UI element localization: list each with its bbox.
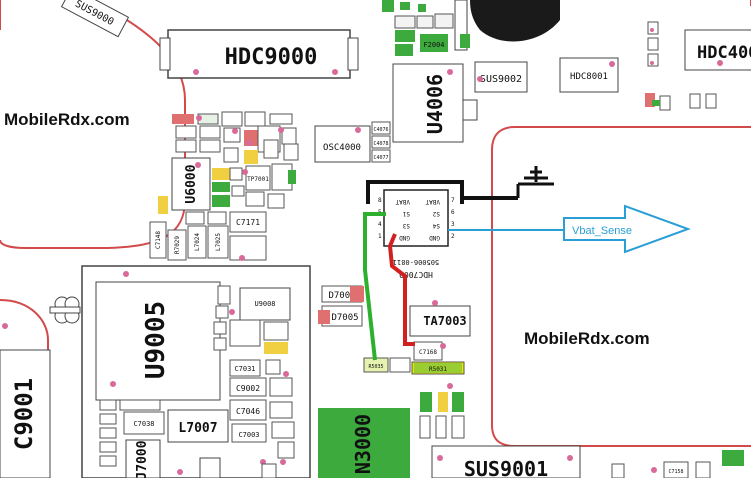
l7007-label: L7007 — [178, 421, 217, 436]
j7000-label: J7000 — [135, 440, 150, 478]
pin-num-1: 1 — [378, 233, 382, 240]
lower-left-parts: L7007 C7038 J7000 — [99, 399, 229, 478]
r5031-label: R5031 — [429, 366, 447, 373]
pin-left-0: GND — [429, 234, 440, 241]
u9008-label: U9008 — [254, 300, 275, 308]
d7004-label: D7004 — [328, 291, 355, 301]
l7025-label: L7025 — [215, 233, 222, 251]
l7024-label: L7024 — [194, 233, 201, 251]
pin-right-0: GND — [399, 234, 410, 241]
pin-num-2: 2 — [451, 233, 455, 240]
u4006-chip: U4006 — [392, 63, 478, 143]
hdc8001-label: HDC8001 — [570, 72, 608, 82]
mounting-rings — [49, 296, 81, 324]
c4078-label: C4078 — [373, 141, 388, 147]
tp7001-label: TP7001 — [247, 176, 269, 183]
sus9002-label: SUS9002 — [480, 74, 522, 85]
pin-num-7: 7 — [451, 197, 455, 204]
hdc7000-part-number: 505006-0811 — [393, 258, 439, 266]
u9005-label: U9005 — [141, 301, 171, 379]
r5035-label: R5035 — [368, 364, 383, 370]
sus9000-component: SUS9000 — [60, 0, 130, 38]
center-small-parts — [419, 383, 465, 439]
c7158-label: C7158 — [668, 469, 683, 475]
osc4000-component: OSC4000 C4076 C4078 C4077 — [314, 121, 391, 163]
u6000-side-parts: TP7001 C7171 C7148 R7029 L7024 L7025 — [149, 163, 296, 261]
hdc9000-connector: HDC9000 — [159, 29, 359, 79]
ta7003-component: TA7003 — [409, 300, 471, 337]
c7003-label: C7003 — [238, 431, 259, 439]
c7038-label: C7038 — [133, 420, 154, 428]
sus9002-component: SUS9002 — [474, 61, 528, 93]
c9001-component: C9001 — [0, 323, 51, 478]
u9008-area: U9008 C7031 C9002 C7046 C7003 — [213, 285, 295, 478]
hdc7000-label: HDC7000 — [399, 270, 433, 279]
board-outline-right — [491, 126, 751, 447]
pin-right-3: VBAT — [395, 198, 410, 205]
pin-left-3: VBAT — [425, 198, 440, 205]
pin-num-4: 4 — [378, 221, 382, 228]
c7031-label: C7031 — [234, 365, 255, 373]
pin-right-2: S1 — [402, 210, 410, 217]
n3000-block: N3000 — [318, 408, 410, 478]
n3000-label: N3000 — [351, 414, 375, 474]
ta7003-label: TA7003 — [423, 314, 466, 328]
diodes: D7004 D7005 — [318, 285, 364, 327]
c7171-label: C7171 — [236, 218, 260, 227]
pin-num-8: 8 — [378, 197, 382, 204]
green-trace — [363, 212, 386, 361]
pin-left-1: S4 — [432, 222, 440, 229]
pin-num-6: 6 — [451, 209, 455, 216]
small-parts-column — [645, 21, 717, 111]
c7168-label: C7168 — [419, 349, 437, 356]
c9002-label: C9002 — [236, 384, 260, 393]
vbat-sense-label: Vbat_Sense — [572, 225, 632, 237]
hdc8001-connector: HDC8001 — [559, 57, 619, 93]
hdc400-connector: HDC400 — [684, 29, 751, 71]
c7046-label: C7046 — [236, 407, 260, 416]
board-outline-left — [0, 0, 186, 249]
u4006-label: U4006 — [423, 74, 447, 134]
watermark-right: MobileRdx.com — [524, 329, 650, 348]
speaker-pad — [454, 0, 560, 51]
bottom-right-parts: C7158 — [611, 450, 744, 478]
hdc400-label: HDC400 — [697, 43, 751, 63]
top-green-cluster: F2004 — [382, 0, 470, 56]
c7148-label: C7148 — [155, 231, 162, 249]
u6000-chip: U6000 — [158, 157, 211, 214]
vbat-sense-arrow: Vbat_Sense — [448, 204, 691, 254]
sus9001-component: SUS9001 — [431, 445, 581, 478]
u6000-label: U6000 — [184, 164, 199, 203]
pin-left-2: S2 — [432, 210, 440, 217]
board-outline-bottom-left — [0, 299, 49, 478]
ground-trace — [366, 166, 554, 204]
c9001-label: C9001 — [10, 378, 38, 450]
c4076-label: C4076 — [373, 127, 388, 133]
osc4000-label: OSC4000 — [323, 143, 361, 153]
pin-num-3: 3 — [451, 221, 455, 228]
pin-right-1: S3 — [402, 222, 410, 229]
sus9001-label: SUS9001 — [464, 457, 548, 478]
watermark-left: MobileRdx.com — [4, 110, 130, 129]
d7005-label: D7005 — [331, 313, 358, 323]
c4077-label: C4077 — [373, 155, 388, 161]
c7168-r5031-area: C7168 R5031 R5035 — [363, 341, 465, 375]
hdc9000-label: HDC9000 — [225, 45, 318, 70]
component-cluster — [172, 111, 299, 164]
hdc7000-connector: GND S4 S2 VBAT GND S3 S1 VBAT 8 7 5 6 4 … — [378, 189, 455, 279]
f2004-label: F2004 — [423, 41, 444, 49]
r7029-label: R7029 — [174, 236, 181, 254]
red-trace — [387, 233, 415, 346]
